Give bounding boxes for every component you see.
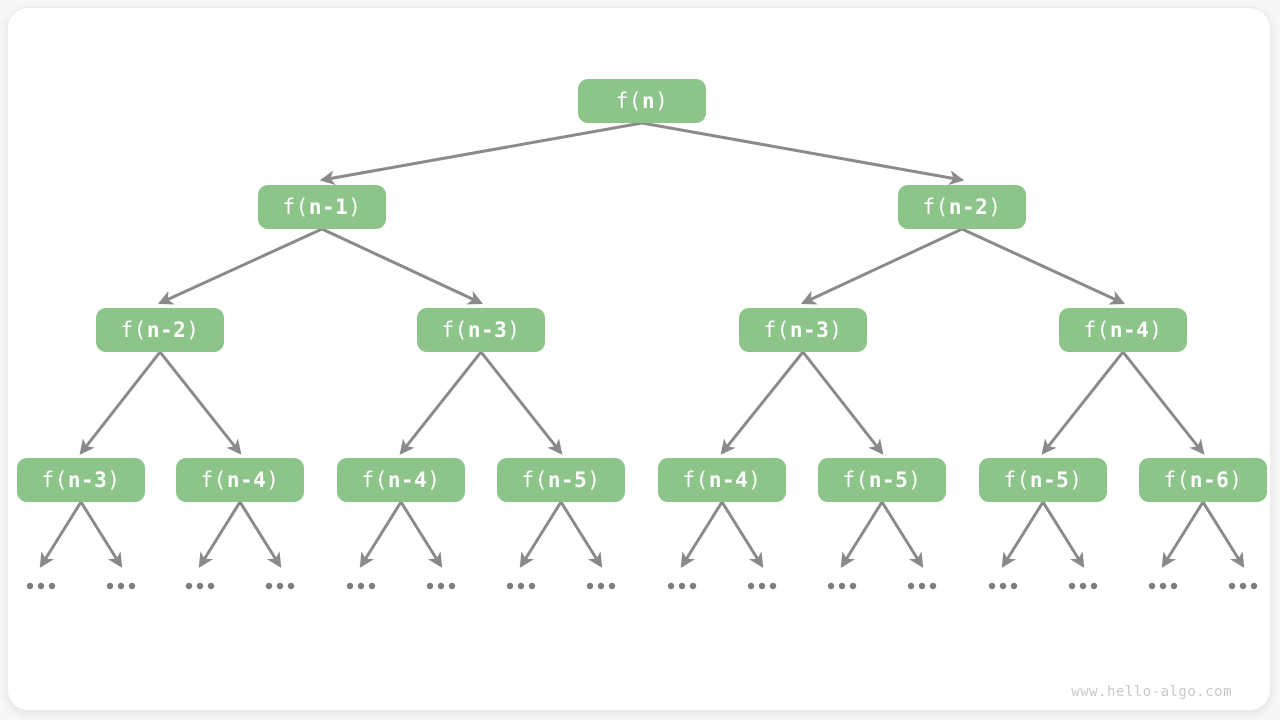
node-label-prefix: f( bbox=[200, 468, 227, 492]
node-label-arg: n-4 bbox=[226, 468, 267, 492]
node-label-suffix: ) bbox=[348, 195, 362, 219]
node-label-arg: n-2 bbox=[146, 318, 187, 342]
tree-node: f(n-4) bbox=[1059, 308, 1187, 352]
tree-node: f(n-4) bbox=[176, 458, 304, 502]
node-label-prefix: f( bbox=[1083, 318, 1110, 342]
node-label-suffix: ) bbox=[988, 195, 1002, 219]
node-label-suffix: ) bbox=[507, 318, 521, 342]
tree-node: f(n-3) bbox=[17, 458, 145, 502]
node-label-arg: n-3 bbox=[789, 318, 830, 342]
node-label-prefix: f( bbox=[615, 89, 642, 113]
tree-node: f(n-4) bbox=[337, 458, 465, 502]
node-label-prefix: f( bbox=[120, 318, 147, 342]
node-label-arg: n-4 bbox=[708, 468, 749, 492]
tree-node: f(n-3) bbox=[739, 308, 867, 352]
tree-node: f(n) bbox=[578, 79, 706, 123]
node-label-suffix: ) bbox=[908, 468, 922, 492]
tree-node: f(n-6) bbox=[1139, 458, 1267, 502]
node-label-suffix: ) bbox=[829, 318, 843, 342]
node-label-arg: n-6 bbox=[1189, 468, 1230, 492]
node-label-arg: n bbox=[641, 89, 656, 113]
tree-node: f(n-5) bbox=[497, 458, 625, 502]
node-label-prefix: f( bbox=[282, 195, 309, 219]
node-label-prefix: f( bbox=[521, 468, 548, 492]
tree-node: f(n-1) bbox=[258, 185, 386, 229]
node-label-prefix: f( bbox=[1003, 468, 1030, 492]
node-label-suffix: ) bbox=[1149, 318, 1163, 342]
tree-node: f(n-3) bbox=[417, 308, 545, 352]
watermark: www.hello-algo.com bbox=[1071, 684, 1232, 700]
node-label-suffix: ) bbox=[587, 468, 601, 492]
node-label-suffix: ) bbox=[1069, 468, 1083, 492]
tree-node: f(n-4) bbox=[658, 458, 786, 502]
node-label-suffix: ) bbox=[427, 468, 441, 492]
tree-node: f(n-5) bbox=[979, 458, 1107, 502]
node-label-prefix: f( bbox=[682, 468, 709, 492]
node-label-prefix: f( bbox=[1163, 468, 1190, 492]
node-label-prefix: f( bbox=[441, 318, 468, 342]
node-label-prefix: f( bbox=[922, 195, 949, 219]
tree-node: f(n-2) bbox=[96, 308, 224, 352]
node-label-suffix: ) bbox=[1229, 468, 1243, 492]
node-label-prefix: f( bbox=[361, 468, 388, 492]
node-label-arg: n-4 bbox=[387, 468, 428, 492]
node-label-prefix: f( bbox=[842, 468, 869, 492]
node-label-suffix: ) bbox=[186, 318, 200, 342]
node-label-arg: n-5 bbox=[547, 468, 588, 492]
node-label-suffix: ) bbox=[655, 89, 669, 113]
node-label-arg: n-3 bbox=[67, 468, 108, 492]
node-label-prefix: f( bbox=[41, 468, 68, 492]
node-label-suffix: ) bbox=[748, 468, 762, 492]
node-label-arg: n-1 bbox=[308, 195, 349, 219]
node-label-arg: n-5 bbox=[1029, 468, 1070, 492]
tree-node: f(n-2) bbox=[898, 185, 1026, 229]
node-label-prefix: f( bbox=[763, 318, 790, 342]
node-label-arg: n-4 bbox=[1109, 318, 1150, 342]
node-label-suffix: ) bbox=[266, 468, 280, 492]
tree-node: f(n-5) bbox=[818, 458, 946, 502]
node-label-arg: n-3 bbox=[467, 318, 508, 342]
node-label-suffix: ) bbox=[107, 468, 121, 492]
node-label-arg: n-2 bbox=[948, 195, 989, 219]
node-label-arg: n-5 bbox=[868, 468, 909, 492]
